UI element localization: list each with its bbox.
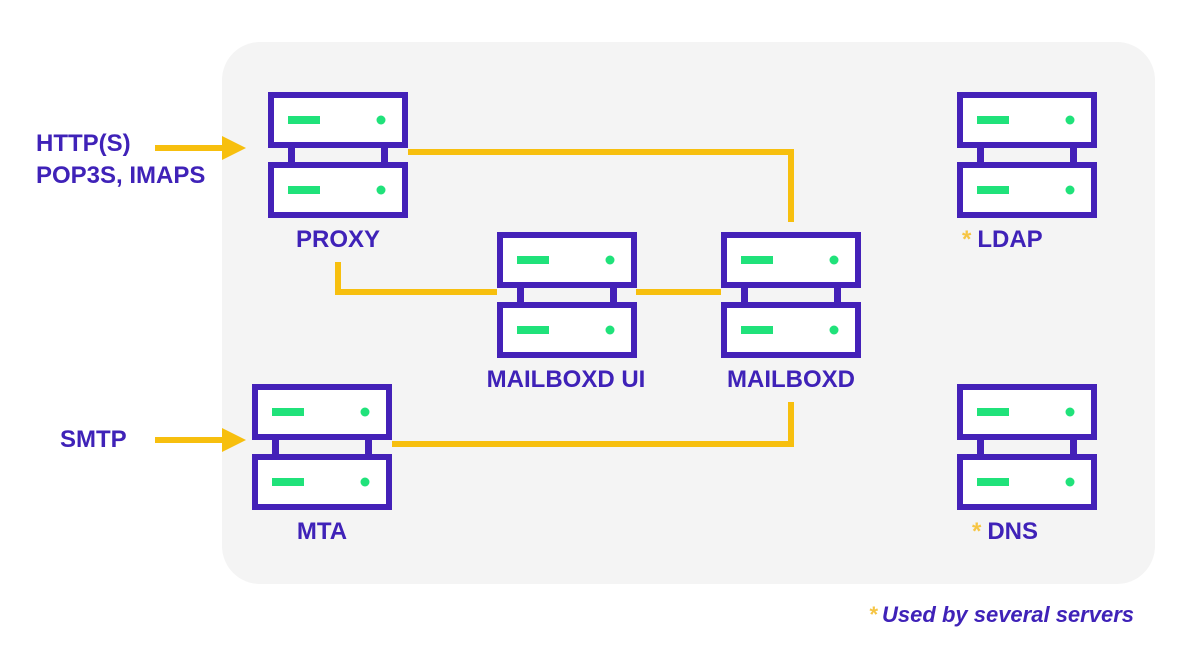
arrow-right-icon bbox=[155, 428, 246, 452]
server-label-ldap-text: LDAP bbox=[977, 226, 1043, 253]
shared-marker: * bbox=[972, 518, 982, 545]
server-label-dns-text: DNS bbox=[987, 518, 1039, 545]
server-label-ldap: *LDAP bbox=[962, 226, 1043, 254]
connector-mta-mailboxd bbox=[392, 402, 794, 447]
input-protocols-http: HTTP(S) bbox=[36, 130, 131, 157]
server-label-dns: *DNS bbox=[972, 518, 1038, 546]
server-label-mailboxd: MAILBOXD bbox=[727, 366, 855, 393]
footnote-text: Used by several servers bbox=[882, 602, 1134, 627]
connector-proxy-mailboxd bbox=[408, 149, 794, 222]
arrow-right-icon bbox=[155, 136, 246, 160]
shared-marker: * bbox=[962, 226, 972, 253]
input-protocol-smtp: SMTP bbox=[60, 426, 127, 453]
input-protocols-mail: POP3S, IMAPS bbox=[36, 162, 206, 189]
server-label-proxy: PROXY bbox=[295, 226, 381, 253]
connector-proxy-mailboxd-ui bbox=[335, 262, 497, 295]
system-boundary-panel bbox=[222, 42, 1155, 584]
server-label-mta: MTA bbox=[296, 518, 348, 545]
server-label-mailboxd-ui: MAILBOXD UI bbox=[486, 366, 646, 393]
legend-footnote: *Used by several servers bbox=[869, 602, 1134, 628]
shared-marker: * bbox=[869, 602, 879, 627]
